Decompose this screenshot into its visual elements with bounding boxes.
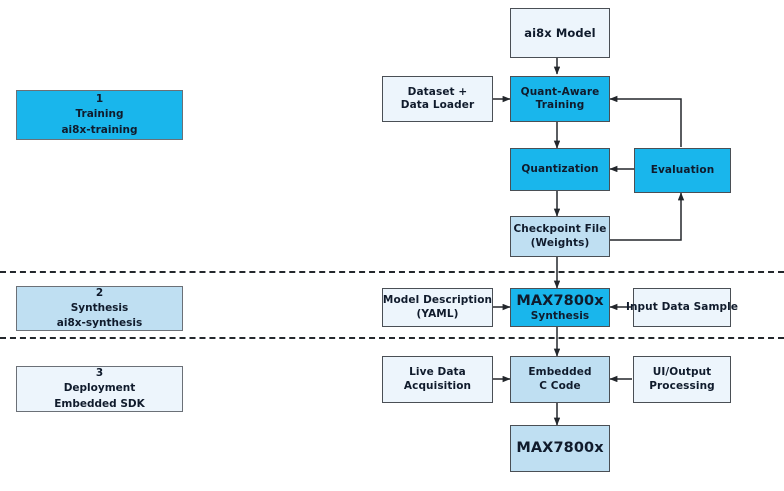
node-label: MAX7800x	[516, 440, 604, 457]
node-label: Quant-Aware	[520, 85, 600, 98]
divider-synthesis-deployment	[0, 337, 784, 339]
node-label: Processing	[649, 379, 715, 392]
legend-item-training: 1 Training ai8x-training	[16, 90, 183, 140]
legend-item-deployment: 3 Deployment Embedded SDK	[16, 366, 183, 412]
node-label: Training	[535, 99, 585, 111]
node-label: ai8x Model	[524, 25, 596, 40]
node-max7800x-device[interactable]: MAX7800x	[510, 425, 610, 472]
legend-stage-name: Training	[75, 108, 124, 121]
node-dataset-data-loader[interactable]: Dataset + Data Loader	[382, 76, 493, 122]
node-input-data-sample[interactable]: Input Data Sample	[626, 288, 738, 327]
node-label: Quantization	[521, 162, 599, 175]
node-ui-output-processing[interactable]: UI/Output Processing	[633, 356, 731, 403]
node-embedded-c-code[interactable]: Embedded C Code	[510, 356, 610, 403]
node-label: Synthesis	[530, 310, 590, 323]
node-label: UI/Output	[652, 366, 712, 379]
legend-stage-name: Synthesis	[70, 301, 129, 314]
node-label: Embedded	[528, 366, 592, 379]
node-quant-aware-training[interactable]: Quant-Aware Training	[510, 76, 610, 122]
node-label: Evaluation	[650, 163, 715, 176]
wire-evaluation-to-training	[609, 95, 682, 147]
node-label: Model Description	[382, 294, 493, 307]
node-model-description-yaml[interactable]: Model Description (YAML)	[382, 288, 493, 327]
node-label: Acquisition	[403, 379, 472, 392]
node-quantization[interactable]: Quantization	[510, 148, 610, 191]
node-label: (Weights)	[530, 236, 590, 249]
legend-number: 3	[95, 367, 104, 380]
node-label: MAX7800x	[516, 292, 604, 309]
node-label: Live Data	[409, 366, 466, 379]
node-checkpoint-file[interactable]: Checkpoint File (Weights)	[510, 216, 610, 257]
node-max7800x-synthesis[interactable]: MAX7800x Synthesis	[510, 288, 610, 327]
node-label: Dataset +	[407, 85, 468, 98]
legend-repo-name: Embedded SDK	[54, 397, 145, 410]
legend-repo-name: ai8x-training	[61, 123, 138, 136]
wire-checkpoint-to-evaluation	[610, 192, 685, 241]
node-ai8x-model[interactable]: ai8x Model	[510, 8, 610, 58]
legend-repo-name: ai8x-synthesis	[56, 317, 143, 330]
legend-number: 2	[95, 286, 104, 299]
node-evaluation[interactable]: Evaluation	[634, 148, 731, 193]
legend-item-synthesis: 2 Synthesis ai8x-synthesis	[16, 286, 183, 331]
divider-training-synthesis	[0, 271, 784, 273]
node-label: Input Data Sample	[625, 300, 739, 313]
node-label: Data Loader	[400, 99, 475, 111]
node-label: (YAML)	[416, 307, 459, 320]
legend-number: 1	[95, 93, 104, 106]
legend-stage-name: Deployment	[63, 382, 136, 395]
node-label: C Code	[539, 379, 581, 392]
node-live-data-acquisition[interactable]: Live Data Acquisition	[382, 356, 493, 403]
node-label: Checkpoint File	[513, 223, 607, 236]
